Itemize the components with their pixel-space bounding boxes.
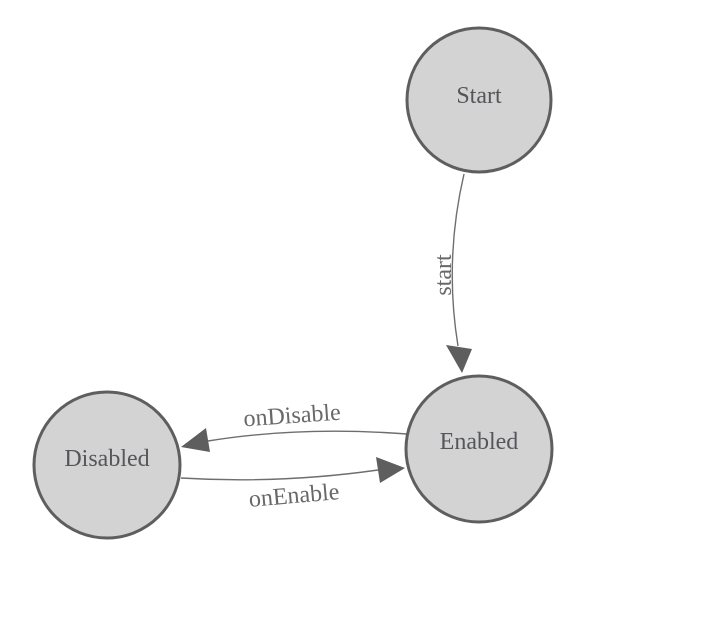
state-node-disabled[interactable]: Disabled — [32, 390, 182, 540]
edge-enabled-to-disabled: onDisable — [181, 400, 408, 452]
edge-line-start — [451, 173, 465, 347]
edge-label-start: start — [431, 254, 457, 296]
edge-disabled-to-enabled: onEnable — [180, 457, 405, 513]
state-label-enabled: Enabled — [440, 429, 519, 455]
arrowhead-left-icon — [181, 428, 210, 452]
state-circle-enabled[interactable] — [404, 374, 554, 524]
edge-start-to-enabled: start — [431, 173, 472, 373]
state-circle-start[interactable] — [405, 26, 553, 174]
state-circle-disabled[interactable] — [32, 390, 182, 540]
arrowhead-down-icon — [446, 345, 472, 373]
edge-line-ondisable — [207, 430, 408, 442]
edge-label-ondisable: onDisable — [243, 400, 342, 433]
edge-label-onenable: onEnable — [248, 479, 341, 513]
state-node-enabled[interactable]: Enabled — [404, 374, 554, 524]
state-node-start[interactable]: Start — [405, 26, 553, 174]
state-label-start: Start — [456, 83, 502, 109]
edge-line-onenable — [180, 469, 379, 481]
state-label-disabled: Disabled — [64, 446, 149, 472]
arrowhead-right-icon — [376, 457, 405, 483]
